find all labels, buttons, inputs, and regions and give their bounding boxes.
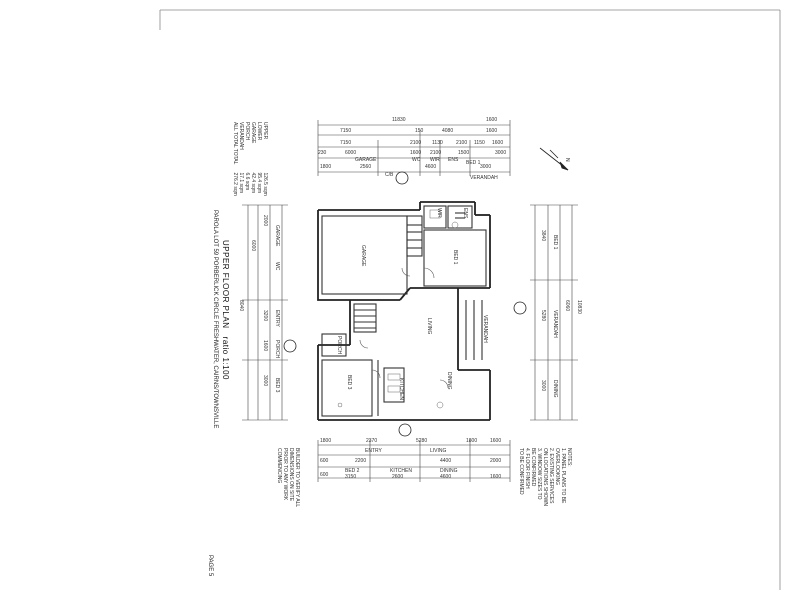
dim-top-row3-f: 1600 [492,140,504,146]
dim-top-label-wc: WC [412,157,421,163]
dim-bottom-row2-b: 2200 [355,458,367,464]
dim-left-label-wc: WC [274,262,280,271]
dim-bottom-row1-d: 1800 [466,438,478,444]
dim-left-e: 3000 [262,375,268,387]
dim-top-row2-b: 150 [415,128,424,134]
dim-top-row3-b: 2100 [410,140,422,146]
dim-top-overall: 11830 [392,117,406,123]
dim-top-label-bed1: BED 1 [466,160,481,166]
dim-left-d: 1600 [262,340,268,352]
dim-top-right: 1600 [486,117,498,123]
dim-top-label-verandah: VERANDAH [470,175,498,181]
notes-left: BUILDER TO VERIFY ALL DIMENSIONS ON SITE… [276,448,300,508]
dim-right-label-bed1: BED 1 [552,235,558,250]
dim-bottom-label-bed2: BED 2 [345,468,360,474]
dim-bottom-row1-e: 1600 [490,438,502,444]
room-label-wir: WIR [436,208,442,218]
area-schedule: UPPER LOWER GARAGE PORCH VERANDAH ALL TO… [232,122,268,196]
dim-bottom-row1-b: 2370 [366,438,378,444]
plan-address: PAROLA LOT 59 PORBERLICK CIRCLE FRESHWAT… [212,210,218,429]
dim-top-row4-e: 1500 [458,150,470,156]
dim-bottom-row1-a: 1800 [320,438,332,444]
dim-right-label-verandah: VERANDAH [552,310,558,338]
dim-top-row4-c: 1600 [410,150,422,156]
dim-left-label-garage: GARAGE [274,225,280,247]
dim-bottom-label-dining: DINING [440,468,458,474]
right-dimension-lines [530,204,578,421]
dim-top-row5-a: 1800 [320,164,332,170]
dim-top-row3-d: 2100 [456,140,468,146]
room-label-bed3: BED 3 [346,375,352,390]
dim-top-row3-c: 1130 [432,140,443,146]
room-label-living: LIVING [426,318,432,335]
dim-left-b: 2000 [262,215,268,227]
bottom-dimension-lines [317,440,511,482]
dim-bottom-label-entry: ENTRY [365,448,382,454]
north-label: N [564,158,570,162]
dim-top-row5-b: 2560 [360,164,372,170]
room-label-ens: ENS [462,208,468,219]
room-label-kitchen: KITCHEN [398,378,404,400]
dim-left-label-porch: PORCH [274,340,280,359]
room-label-garage: GARAGE [360,245,366,267]
dim-bottom-row2-c: 4400 [440,458,452,464]
section-markers [283,171,527,437]
dim-top-row3-e: 1150 [474,140,485,146]
dim-top-label-garage: GARAGE [355,157,377,163]
dim-bottom-row3-e: 1600 [490,474,502,480]
dim-left-a: 6000 [250,240,256,252]
dim-bottom-row3-a: 600 [320,472,329,478]
dim-top-row2-a: 7150 [340,128,352,134]
dim-left-label-bed3: BED 3 [274,378,280,393]
dim-right-e: 6060 [564,300,570,312]
dim-top-label-wir: WIR [430,157,440,163]
dim-right-a: 3840 [540,230,546,242]
dim-right-d: 10830 [576,300,582,314]
room-label-dining: DINING [446,372,452,390]
dim-bottom-row3-c: 2600 [392,474,404,480]
fixtures [337,209,459,409]
dim-top-row4-b: 6000 [345,150,357,156]
plan-scale: ratio 1:100 [221,336,230,380]
left-dimension-lines [242,204,288,421]
room-label-porch: PORCH [336,336,342,355]
dim-top-row2-c: 4080 [442,128,454,134]
plan-title-block: UPPER FLOOR PLAN ratio 1:100 [221,240,230,380]
dim-top-row4-f: 3000 [495,150,507,156]
dim-right-label-dining: DINING [552,380,558,398]
dim-top-sub-cb: C/B [385,172,394,178]
door-swings [359,267,449,389]
room-label-verandah: VERANDAH [482,315,488,343]
dim-left-f: 8040 [238,300,244,312]
dim-bottom-row3-d: 4600 [440,474,452,480]
dim-top-row3-a: 7150 [340,140,352,146]
dim-bottom-row2-a: 600 [320,458,329,464]
dim-top-label-ens: ENS [448,157,459,163]
interior-walls [321,205,487,417]
dim-left-label-entry: ENTRY [274,310,280,327]
room-label-bed1: BED 1 [452,250,458,265]
dim-bottom-label-living: LIVING [430,448,447,454]
dim-top-row5-c: 4600 [425,164,437,170]
dim-right-b: 5280 [540,310,546,322]
plan-title: UPPER FLOOR PLAN [221,240,230,329]
dim-bottom-row3-b: 3150 [345,474,357,480]
page-label: PAGE 5 [207,555,213,577]
north-arrow [539,147,569,171]
top-dimension-lines [317,120,511,176]
page-frame [159,9,781,590]
dim-top-row2-d: 1600 [486,128,498,134]
dim-top-row5-d: 3000 [480,164,492,170]
dim-bottom-row2-d: 2000 [490,458,502,464]
dim-top-row4-a: 230 [318,150,327,156]
dim-left-c: 3200 [262,310,268,322]
dim-top-row4-d: 2100 [430,150,442,156]
dim-right-c: 3000 [540,380,546,392]
dim-bottom-label-kitchen: KITCHEN [390,468,412,474]
dim-bottom-row1-c: 5280 [416,438,428,444]
notes-right: NOTES: 1. PANEL PLANS TO BE OVERLOOKING … [518,448,572,506]
